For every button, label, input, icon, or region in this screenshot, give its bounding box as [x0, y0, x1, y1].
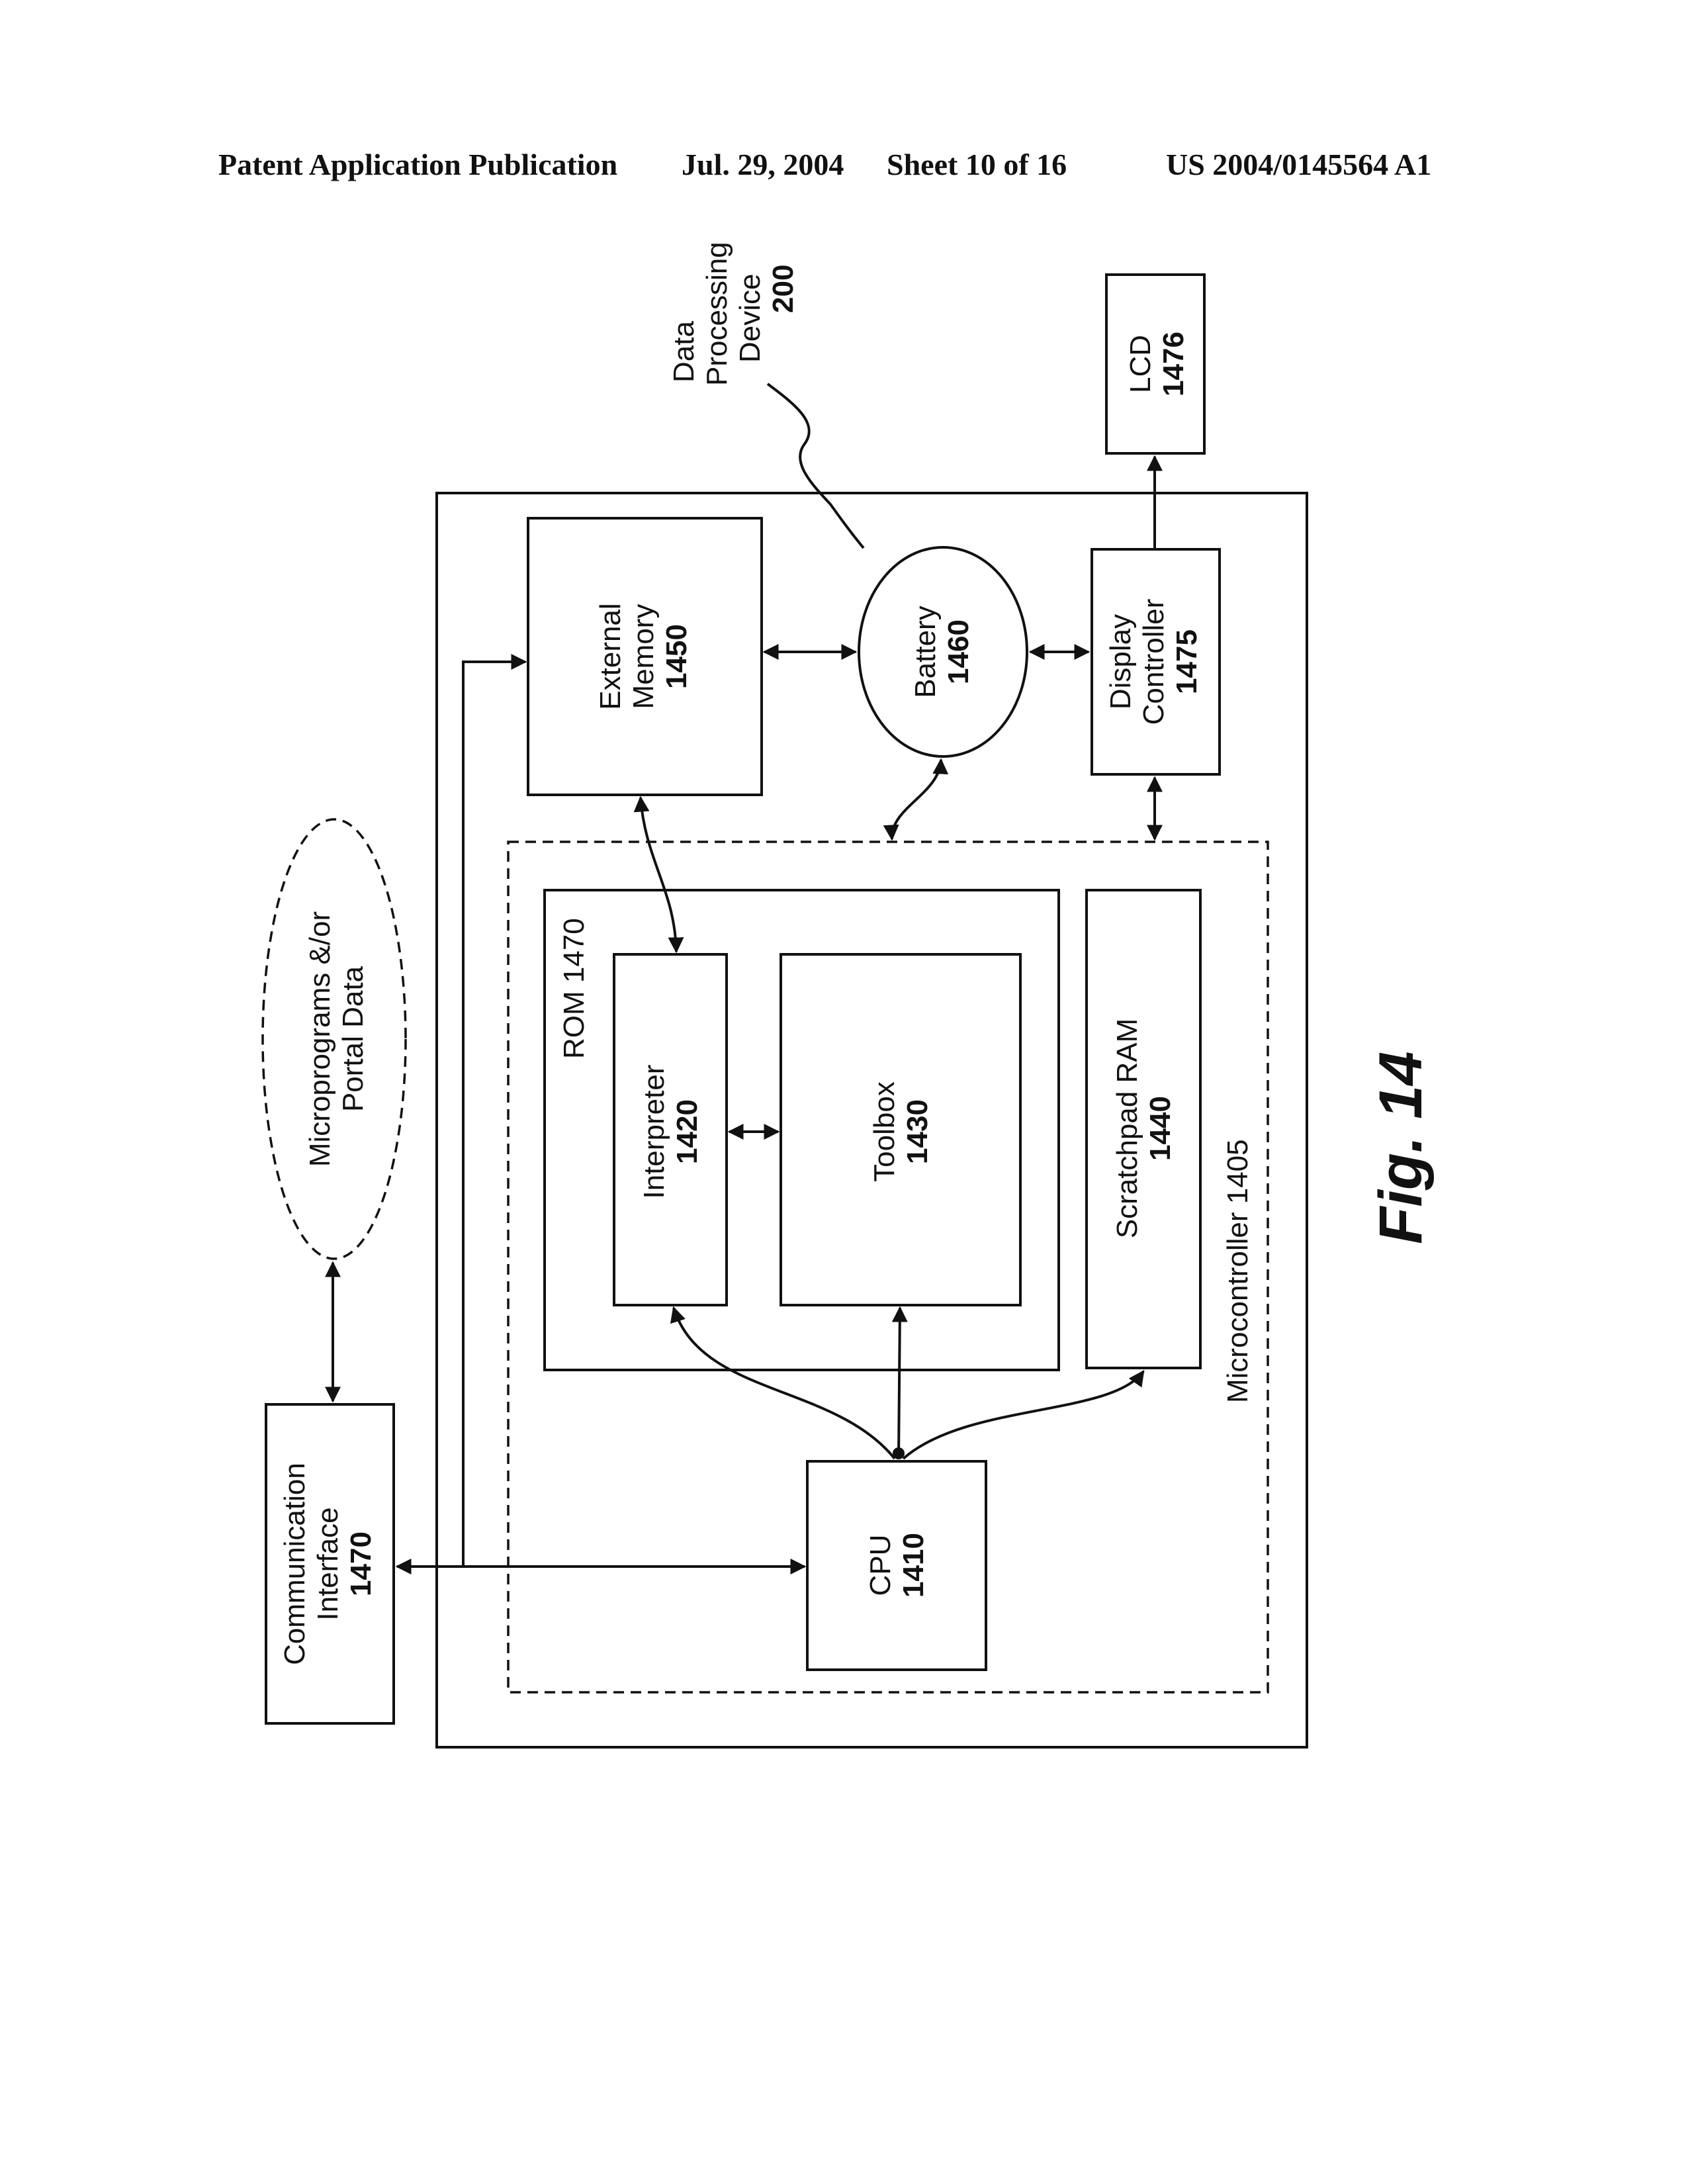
- comm-interface-name-1: Communication: [279, 1463, 311, 1665]
- device-label: Data Processing Device 200: [668, 242, 799, 386]
- scratchpad-number: 1440: [1144, 1096, 1177, 1161]
- device-label-line-2: Processing: [701, 242, 733, 386]
- cpu-toolbox-arrow: [891, 1306, 908, 1459]
- lcd-name: LCD: [1124, 335, 1157, 393]
- comm-interface-name-2: Interface: [312, 1507, 344, 1620]
- microcontroller-label: Microcontroller 1405: [1222, 1139, 1254, 1403]
- lcd-number: 1476: [1157, 332, 1190, 396]
- interpreter-name: Interpreter: [638, 1065, 670, 1199]
- scratchpad-name: Scratchpad RAM: [1111, 1019, 1143, 1239]
- interpreter-box: [613, 953, 728, 1306]
- external-memory-box: [527, 517, 763, 796]
- device-label-line-3: Device: [734, 274, 766, 363]
- battery-number: 1460: [942, 619, 975, 684]
- cpu-label: CPU 1410: [864, 1533, 930, 1598]
- microprograms-line-2: Portal Data: [337, 966, 369, 1112]
- rom-box: [543, 889, 1060, 1371]
- rom-label: ROM 1470: [558, 918, 590, 1059]
- display-controller-number: 1475: [1171, 629, 1203, 694]
- battery-label: Battery 1460: [909, 606, 975, 698]
- scratchpad-box: [1085, 889, 1202, 1369]
- battery-ellipse: [858, 546, 1028, 758]
- patent-number: US 2004/0145564 A1: [1166, 148, 1432, 181]
- toolbox-label: Toolbox 1430: [868, 1081, 934, 1182]
- microcontroller-boundary: [507, 841, 1269, 1694]
- cpu-number: 1410: [897, 1533, 930, 1598]
- interpreter-label: Interpreter 1420: [638, 1065, 703, 1199]
- sheet-number: Sheet 10 of 16: [887, 148, 1067, 181]
- cpu-box: [806, 1460, 987, 1671]
- lcd-box: [1105, 273, 1206, 455]
- microprograms-label: Microprograms &/or Portal Data: [304, 911, 369, 1167]
- interpreter-number: 1420: [671, 1099, 703, 1164]
- toolbox-box: [780, 953, 1022, 1306]
- cpu-interpreter-arrow: [670, 1306, 896, 1460]
- comm-interface-number: 1470: [345, 1531, 377, 1596]
- device-leader-line: [766, 383, 865, 549]
- memory-interpreter-arrow: [633, 796, 684, 954]
- display-controller-name-1: Display: [1104, 614, 1137, 709]
- toolbox-name: Toolbox: [868, 1081, 901, 1182]
- microprograms-ellipse: [261, 818, 407, 1260]
- battery-name: Battery: [909, 606, 942, 698]
- battery-microcontroller-arrow: [883, 758, 949, 841]
- cpu-scratchpad-arrow: [902, 1370, 1145, 1460]
- external-memory-label: External Memory 1450: [594, 603, 693, 709]
- comm-interface-box: [265, 1403, 395, 1725]
- comm-memory-arrow: [462, 654, 527, 1567]
- figure-caption: Fig. 14: [1367, 1052, 1435, 1244]
- display-controller-name-2: Controller: [1137, 599, 1170, 725]
- figure-label: Fig. 14: [1367, 1052, 1435, 1244]
- cpu-name: CPU: [864, 1535, 897, 1596]
- device-label-line-1: Data: [668, 321, 700, 383]
- publication-label: Patent Application Publication: [218, 148, 618, 181]
- display-controller-label: Display Controller 1475: [1104, 599, 1203, 725]
- microcontroller-name: Microcontroller 1405: [1222, 1139, 1254, 1403]
- cpu-bus-junction: [893, 1447, 905, 1459]
- publication-date: Jul. 29, 2004: [682, 148, 844, 181]
- lcd-label: LCD 1476: [1124, 332, 1190, 396]
- external-memory-number: 1450: [660, 624, 693, 689]
- device-label-number: 200: [767, 265, 799, 313]
- rom-name: ROM 1470: [558, 918, 590, 1059]
- microprograms-line-1: Microprograms &/or: [304, 911, 336, 1167]
- device-boundary: [435, 492, 1308, 1749]
- page-header: Patent Application Publication Jul. 29, …: [0, 147, 1694, 187]
- toolbox-number: 1430: [901, 1099, 934, 1164]
- external-memory-name-2: Memory: [627, 604, 660, 709]
- comm-interface-label: Communication Interface 1470: [279, 1463, 377, 1665]
- scratchpad-label: Scratchpad RAM 1440: [1111, 1019, 1177, 1239]
- external-memory-name-1: External: [594, 603, 627, 709]
